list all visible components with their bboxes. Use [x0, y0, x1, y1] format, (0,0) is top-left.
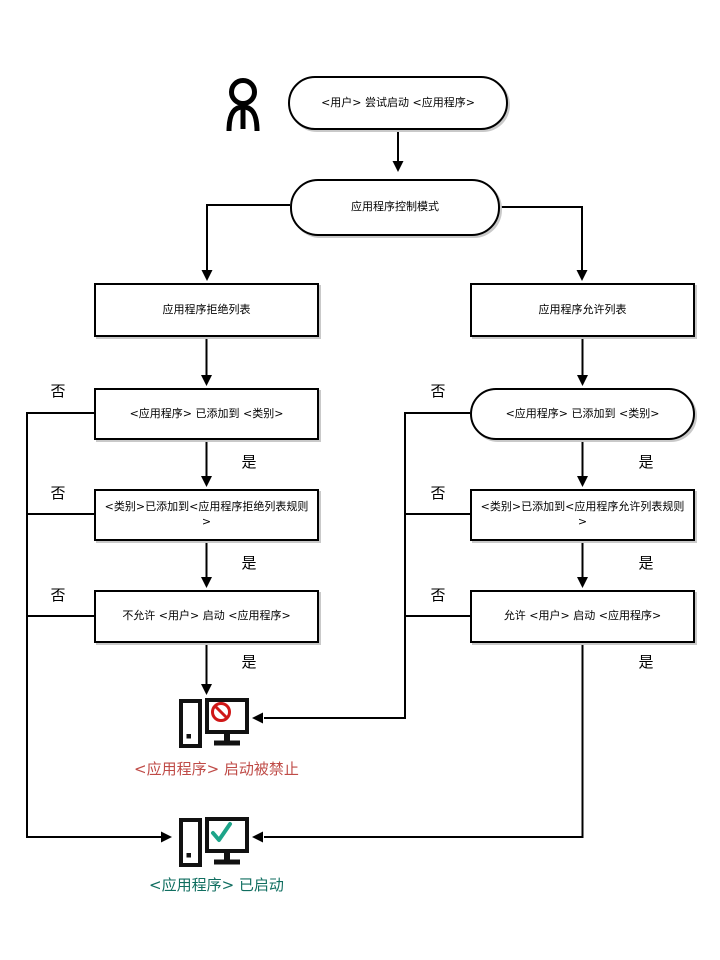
outcome-blocked-text: <应用程序> 启动被禁止 — [134, 760, 299, 778]
connector-allow-start-yes — [264, 643, 584, 838]
label-no-deny-rule: 否 — [50, 484, 66, 502]
prohibition-slash — [214, 705, 228, 719]
outcome-started-text: <应用程序> 已启动 — [149, 876, 284, 894]
arrow-into-deny-rule — [201, 476, 212, 487]
connector-mode-to-allowlist — [500, 206, 583, 271]
label-yes-allow-start: 是 — [638, 653, 654, 671]
node-denylist-category-check: <应用程序> 已添加到 <类别> — [94, 388, 319, 440]
tower-button — [186, 734, 191, 739]
arrow-into-deny-start — [201, 577, 212, 588]
computer-tower — [179, 818, 202, 867]
node-control-mode: 应用程序控制模式 — [290, 179, 500, 236]
node-allowlist-rule-check: <类别>已添加到<应用程序允许列表规则> — [470, 489, 695, 541]
label-yes-deny-rule: 是 — [241, 554, 257, 572]
user-tie — [240, 107, 246, 129]
arrow-heads — [161, 161, 588, 843]
computer-monitor — [205, 698, 249, 734]
connector-left-no-chain — [26, 412, 162, 838]
label-no-allow-rule: 否 — [430, 484, 446, 502]
arrow-into-allow-start — [577, 577, 588, 588]
label-yes-allow-rule: 是 — [638, 554, 654, 572]
node-start: <用户> 尝试启动 <应用程序> — [288, 76, 508, 130]
started-computer-icon — [179, 817, 249, 867]
user-head — [229, 78, 257, 106]
connector-right-no-chain — [264, 412, 470, 719]
arrow-into-denylist — [201, 270, 213, 281]
arrow-into-allowlist — [576, 270, 588, 281]
user-icon — [226, 78, 260, 132]
arrow-into-deny-category — [201, 375, 212, 386]
node-allowlist-category-check: <应用程序> 已添加到 <类别> — [470, 388, 695, 440]
arrow-yes-into-started — [252, 831, 263, 843]
label-no-allow-start: 否 — [430, 586, 446, 604]
node-deny-user-start: 不允许 <用户> 启动 <应用程序> — [94, 590, 319, 643]
node-denylist-rule-check: <类别>已添加到<应用程序拒绝列表规则> — [94, 489, 319, 541]
tower-button — [186, 853, 191, 858]
check-icon — [211, 822, 232, 842]
arrow-into-allow-category — [577, 375, 588, 386]
label-no-deny-start: 否 — [50, 586, 66, 604]
connector-lines — [26, 130, 584, 838]
label-yes-allow-category: 是 — [638, 453, 654, 471]
computer-tower — [179, 699, 202, 748]
node-allow-user-start: 允许 <用户> 启动 <应用程序> — [470, 590, 695, 643]
arrow-into-allow-rule — [577, 476, 588, 487]
blocked-computer-icon — [179, 698, 249, 748]
arrow-start-to-mode — [392, 161, 404, 172]
arrow-into-blocked-icon — [201, 684, 212, 695]
label-no-deny-category: 否 — [50, 382, 66, 400]
label-yes-deny-category: 是 — [241, 453, 257, 471]
arrow-right-no-into-blocked — [252, 712, 263, 724]
prohibition-icon — [211, 702, 231, 722]
label-yes-deny-start: 是 — [241, 653, 257, 671]
connector-mode-to-denylist — [206, 204, 290, 271]
label-no-allow-category: 否 — [430, 382, 446, 400]
arrow-left-no-into-started — [161, 831, 172, 843]
node-allowlist: 应用程序允许列表 — [470, 283, 695, 337]
computer-monitor — [205, 817, 249, 853]
node-denylist: 应用程序拒绝列表 — [94, 283, 319, 337]
